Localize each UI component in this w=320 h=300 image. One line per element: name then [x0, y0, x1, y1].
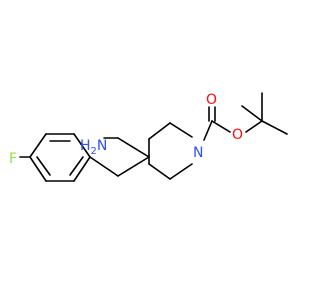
- bond: [117, 137, 150, 158]
- bond: [203, 120, 213, 141]
- aromatic-double-bond: [69, 156, 84, 176]
- bond: [169, 122, 193, 138]
- molecule-structure-diagram: H2N F O O N: [9, 92, 288, 182]
- atom-labels: H2N F O O N: [9, 92, 243, 167]
- bond: [89, 156, 119, 177]
- aromatic-double-bond: [36, 156, 51, 176]
- amine-subscript: 2: [91, 146, 97, 157]
- bond: [211, 120, 231, 133]
- carbonyl-oxygen-label: O: [206, 92, 217, 108]
- bond: [29, 133, 47, 158]
- amine-label: H2N: [80, 138, 107, 157]
- bond: [73, 156, 91, 182]
- ring-nitrogen-label: N: [193, 145, 203, 161]
- amine-h: H: [80, 138, 91, 154]
- bond: [169, 163, 193, 180]
- fluorine-label: F: [9, 151, 17, 167]
- bond: [73, 133, 91, 158]
- bond: [117, 156, 150, 177]
- bond: [148, 122, 171, 140]
- ester-oxygen-label: O: [232, 127, 243, 143]
- bond: [261, 120, 288, 135]
- amine-n: N: [97, 138, 107, 154]
- bond: [148, 163, 171, 180]
- bond: [245, 120, 263, 133]
- bond: [29, 156, 47, 182]
- bond-lines: [19, 92, 288, 182]
- bond: [241, 105, 263, 122]
